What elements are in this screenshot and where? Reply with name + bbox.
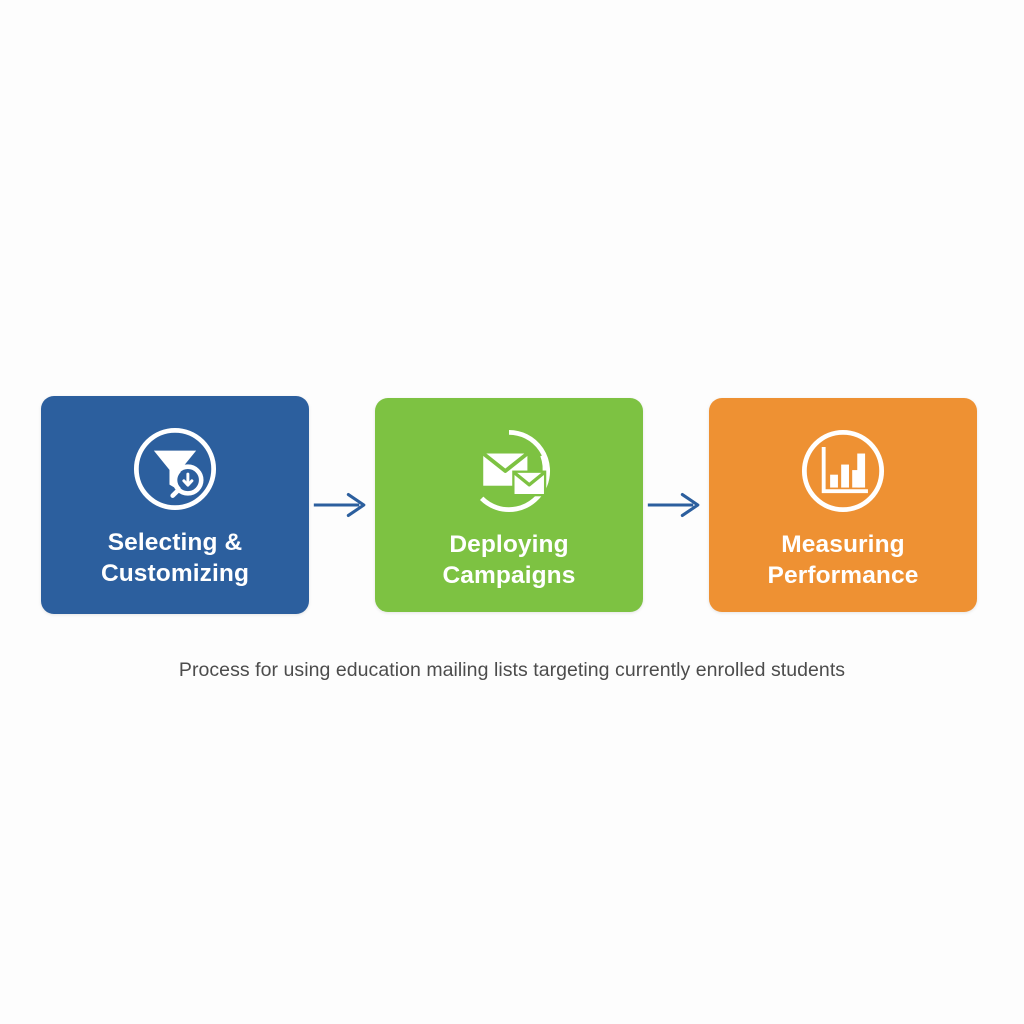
connector-arrow-1 xyxy=(309,485,375,525)
arrow-right-icon xyxy=(646,491,706,519)
process-step-deploying-campaigns[interactable]: Deploying Campaigns xyxy=(375,398,643,612)
process-step-label: Selecting & Customizing xyxy=(41,527,309,589)
envelopes-icon xyxy=(463,425,555,517)
process-step-label-line2: Customizing xyxy=(100,560,250,587)
process-step-label-line1: Measuring xyxy=(781,531,905,558)
process-step-measuring-performance[interactable]: Measuring Performance xyxy=(709,398,977,612)
process-step-label: Measuring Performance xyxy=(709,529,977,591)
process-step-label-line1: Selecting & xyxy=(107,529,243,556)
arrow-right-icon xyxy=(312,491,372,519)
process-step-label-line2: Campaigns xyxy=(442,562,576,589)
diagram-caption: Process for using education mailing list… xyxy=(178,659,846,681)
connector-arrow-2 xyxy=(643,485,709,525)
bar-chart-icon xyxy=(797,425,889,517)
process-step-label-line2: Performance xyxy=(767,562,919,589)
process-step-label: Deploying Campaigns xyxy=(375,529,643,591)
funnel-search-icon xyxy=(129,423,221,515)
process-steps-row: Selecting & Customizing xyxy=(41,396,977,614)
process-step-selecting-customizing[interactable]: Selecting & Customizing xyxy=(41,396,309,614)
process-step-label-line1: Deploying xyxy=(449,531,569,558)
